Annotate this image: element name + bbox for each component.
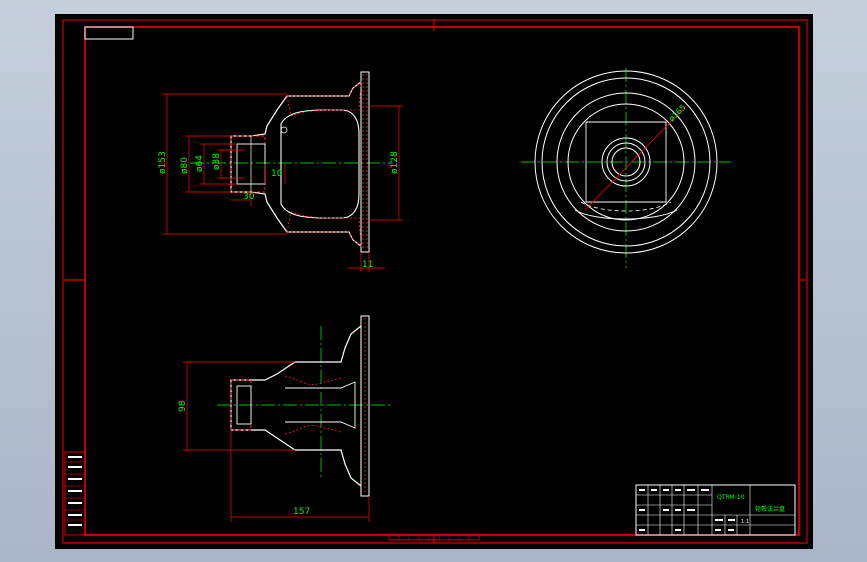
scale-bar-ticks — [398, 535, 470, 540]
drawing-frame — [84, 26, 800, 536]
flange-plate — [360, 71, 370, 253]
scale-bar — [388, 534, 480, 541]
cad-drawing: ø153 ø80 ø64 ø38 ø128 10 30 11 ø165 — [62, 19, 808, 544]
inner-square-boss — [585, 121, 667, 203]
drawing-number: QTRM-10 — [717, 494, 745, 501]
dim-d1: ø80 — [180, 157, 190, 174]
side-view: 98 157 — [178, 315, 393, 522]
front-section-view: ø153 ø80 ø64 ø38 ø128 10 30 11 — [158, 71, 403, 272]
dim-d4: ø128 — [390, 151, 400, 174]
part-name: 轮毂法兰盘 — [755, 505, 785, 513]
drawing-canvas: ø153 ø80 ø64 ø38 ø128 10 30 11 ø165 — [55, 14, 813, 549]
dim-len-b: 30 — [243, 192, 255, 202]
title-block: QTRM-10 轮毂法兰盘 1:1 — [635, 484, 796, 536]
dim-d3: ø38 — [212, 153, 222, 170]
flange-circle-2 — [541, 77, 711, 247]
dim-d2: ø64 — [195, 155, 205, 172]
dim-side-height: 98 — [178, 400, 188, 412]
revision-table — [64, 451, 86, 536]
hub-outer-circle — [601, 137, 651, 187]
end-view: ø165 — [521, 68, 731, 268]
scale-value: 1:1 — [741, 519, 749, 525]
pitch-circle — [556, 92, 696, 232]
outer-flange-circle — [534, 70, 718, 254]
outer-border — [62, 19, 808, 544]
dia-leader — [584, 105, 687, 211]
dim-flange-dia: ø153 — [158, 151, 168, 174]
inner-cavity — [280, 109, 360, 219]
dim-thickness: 11 — [362, 260, 373, 270]
side-flange — [360, 315, 370, 497]
bore-circle — [611, 147, 641, 177]
corner-label-box — [84, 26, 134, 40]
body-circle — [567, 103, 685, 221]
dim-len-a: 10 — [271, 169, 283, 179]
dim-side-length: 157 — [293, 507, 310, 517]
dim-end-dia: ø165 — [667, 103, 688, 124]
hub-circle-2 — [606, 142, 646, 182]
body-outline — [230, 81, 362, 247]
